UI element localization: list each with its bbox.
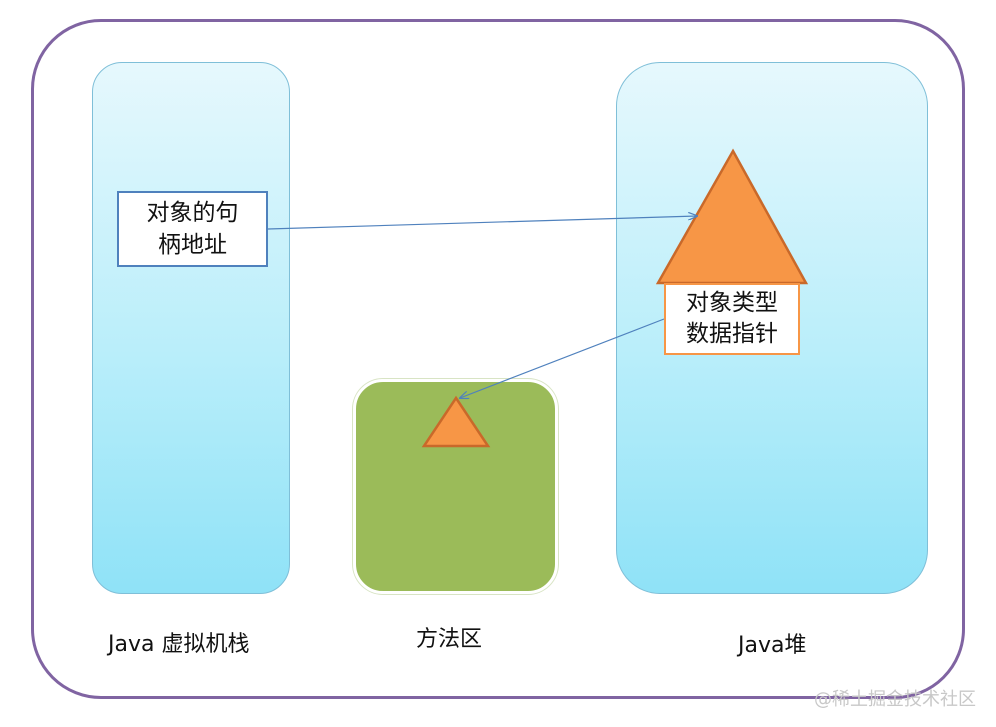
jvm-stack-label: Java 虚拟机栈 — [108, 632, 250, 657]
watermark: @稀土掘金技术社区 — [814, 689, 976, 710]
type-ptr-line2: 数据指针 — [686, 321, 778, 347]
handle-box-line2: 柄地址 — [158, 232, 227, 258]
method-area-region — [353, 379, 558, 594]
object-handle-address-box: 对象的句 柄地址 — [117, 191, 268, 267]
java-heap-label: Java堆 — [738, 633, 807, 658]
jvm-stack-region — [92, 62, 290, 594]
type-data-pointer-box: 对象类型 数据指针 — [664, 283, 800, 355]
method-area-label: 方法区 — [416, 627, 483, 652]
type-ptr-line1: 对象类型 — [686, 290, 778, 316]
handle-box-line1: 对象的句 — [146, 200, 239, 226]
diagram-frame — [31, 19, 965, 699]
